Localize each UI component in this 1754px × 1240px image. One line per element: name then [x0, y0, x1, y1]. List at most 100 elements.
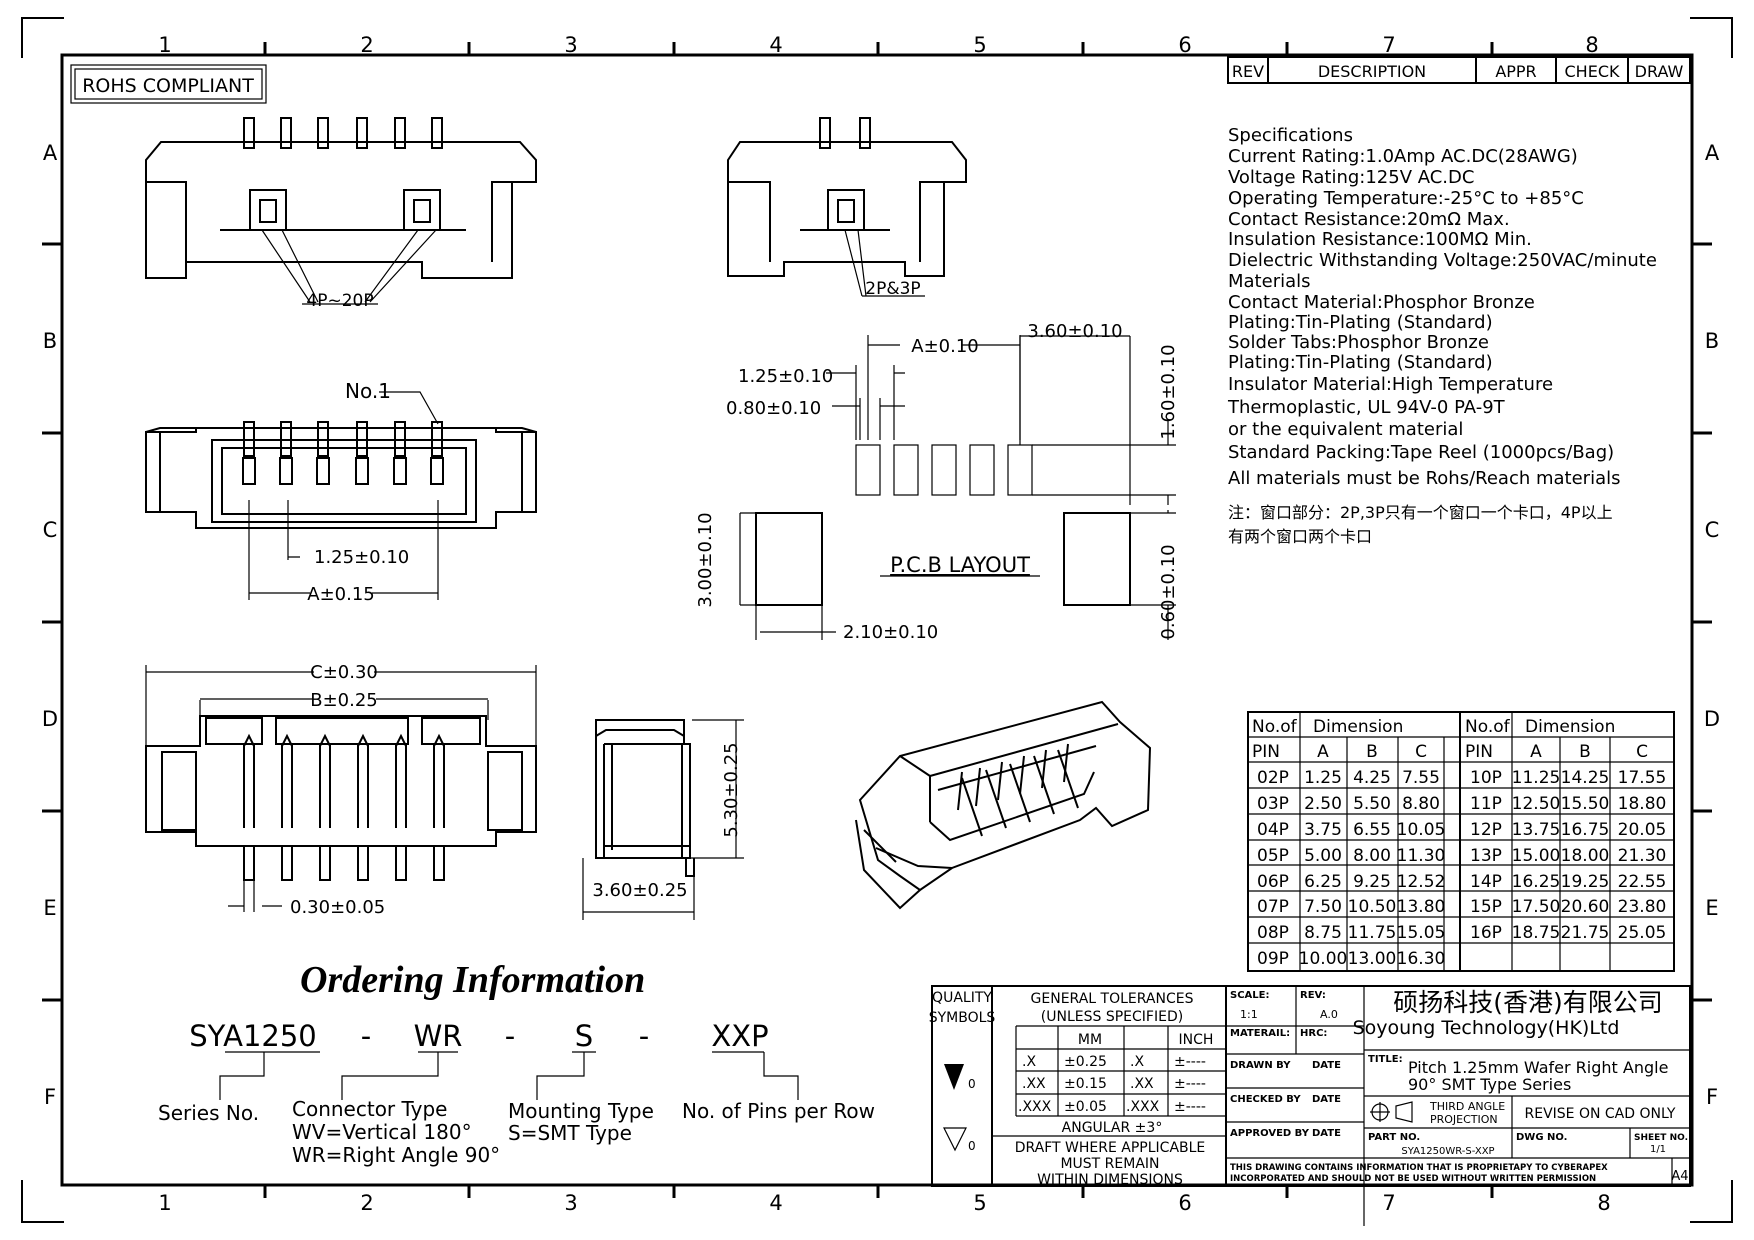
dim-top-a: A±0.15 [307, 584, 374, 605]
table-cell: 20.60 [1561, 897, 1610, 917]
table-head-b: B [1579, 742, 1591, 762]
table-cell: 13P [1470, 846, 1502, 866]
table-cell: 21.75 [1561, 923, 1610, 943]
zone-col-label: 6 [1178, 33, 1191, 57]
table-cell: 20.05 [1618, 820, 1667, 840]
tol-cell: .XXX [1126, 1099, 1160, 1115]
table-head-dim: Dimension [1313, 717, 1403, 737]
symbols-label: SYMBOLS [929, 1010, 996, 1026]
pcb-tab-pad [755, 512, 823, 606]
spec-note: 注：窗口部分：2P,3P只有一个窗口一个卡口，4P以上 [1228, 503, 1613, 522]
label-no1: No.1 [345, 379, 391, 403]
rev-header: REV [1232, 62, 1264, 81]
table-cell: 16.75 [1561, 820, 1610, 840]
table-cell: 8.00 [1353, 846, 1391, 866]
zone-col-label: 1 [158, 1191, 171, 1215]
zone-col-label: 6 [1178, 1191, 1191, 1215]
proprietary-line: THIS DRAWING CONTAINS INFORMATION THAT I… [1230, 1163, 1608, 1173]
table-cell: 11P [1470, 794, 1502, 814]
title-line: 90° SMT Type Series [1408, 1075, 1571, 1094]
pcb-title: P.C.B LAYOUT [890, 553, 1030, 577]
table-cell: 13.75 [1512, 820, 1561, 840]
table-head-b: B [1366, 742, 1378, 762]
zone-col-label: 8 [1597, 1191, 1610, 1215]
mounting-type-label: Mounting Type [508, 1099, 654, 1123]
table-cell: 18.80 [1618, 794, 1667, 814]
part-no-label: PART NO. [1368, 1132, 1420, 1143]
sym-v-value: 0 [968, 1077, 976, 1091]
dwg-no-label: DWG NO. [1516, 1132, 1567, 1143]
code-pins: XXP [711, 1019, 768, 1053]
dim-pcb-125: 1.25±0.10 [738, 366, 833, 387]
series-label: Series No. [158, 1101, 259, 1125]
table-cell: 15P [1470, 897, 1502, 917]
finish-symbol-outline-icon [943, 1127, 967, 1152]
sheet-no: 1/1 [1650, 1144, 1666, 1155]
table-cell: 8.80 [1402, 794, 1440, 814]
table-cell: 1.25 [1304, 768, 1342, 788]
connector-wv: WV=Vertical 180° [292, 1120, 472, 1144]
zone-col-label: 2 [360, 1191, 373, 1215]
projection: PROJECTION [1430, 1113, 1498, 1126]
corner-marks [21, 17, 1733, 1223]
front-view-2p-3p: 2P&3P [727, 117, 967, 299]
date-label: DATE [1312, 1128, 1341, 1139]
table-cell: 10P [1470, 768, 1502, 788]
tol-cell: ±---- [1174, 1099, 1206, 1115]
spec-line: Insulation Resistance:100MΩ Min. [1228, 229, 1532, 250]
tol-cell: .XX [1022, 1076, 1046, 1092]
zone-row-label: C [43, 518, 58, 542]
table-cell: 3.75 [1304, 820, 1342, 840]
proprietary-line: INCORPORATED AND SHOULD NOT BE USED WITH… [1230, 1174, 1596, 1184]
connector-type-label: Connector Type [292, 1097, 447, 1121]
front-view-4p-20p: 4P~20P [145, 117, 537, 311]
table-cell: 19.25 [1561, 872, 1610, 892]
title-line: Pitch 1.25mm Wafer Right Angle [1408, 1058, 1668, 1077]
code-dash: - [361, 1019, 371, 1053]
table-cell: 18.75 [1512, 923, 1561, 943]
table-head-a: A [1530, 742, 1542, 762]
table-cell: 17.55 [1618, 768, 1667, 788]
zone-col-label: 4 [769, 1191, 782, 1215]
hrc-label: HRC: [1300, 1028, 1327, 1039]
table-cell: 08P [1257, 923, 1289, 943]
part-no: SYA1250WR-S-XXP [1401, 1146, 1494, 1157]
pcb-pad [969, 444, 995, 496]
inch-label: INCH [1179, 1032, 1214, 1048]
pcb-layout: A±0.10 3.60±0.10 1.25±0.10 0.80±0.10 1.6… [695, 321, 1179, 643]
dimension-table-text: No.of Dimension No.of Dimension PIN A B … [1252, 717, 1666, 969]
table-cell: 7.55 [1402, 768, 1440, 788]
table-cell: 15.05 [1397, 923, 1446, 943]
spec-line: All materials must be Rohs/Reach materia… [1228, 468, 1620, 489]
sheet-no-label: SHEET NO. [1634, 1133, 1688, 1143]
dim-pcb-210: 2.10±0.10 [843, 622, 938, 643]
table-cell: 10.00 [1299, 949, 1348, 969]
drawn-by-label: DRAWN BY [1230, 1060, 1291, 1071]
quality-label: QUALITY [932, 990, 992, 1006]
tol-cell: .XXX [1018, 1099, 1052, 1115]
table-cell: 09P [1257, 949, 1289, 969]
scale-value: 1:1 [1240, 1008, 1258, 1021]
code-dash: - [639, 1019, 649, 1053]
table-cell: 15.50 [1561, 794, 1610, 814]
company-en: Soyoung Technology(HK)Ltd [1353, 1017, 1620, 1039]
table-cell: 9.25 [1353, 872, 1391, 892]
spec-line: Voltage Rating:125V AC.DC [1228, 167, 1474, 188]
table-cell: 5.00 [1304, 846, 1342, 866]
table-head-dim: Dimension [1525, 717, 1615, 737]
mounting-smt: S=SMT Type [508, 1121, 632, 1145]
rev-label: REV: [1300, 990, 1326, 1001]
title-label: TITLE: [1368, 1054, 1403, 1065]
pcb-pad [855, 444, 881, 496]
table-cell: 13.80 [1397, 897, 1446, 917]
code-connector: WR [414, 1019, 463, 1053]
side-view: 5.30±0.25 3.60±0.25 [582, 719, 744, 920]
zone-col-label: 3 [564, 1191, 577, 1215]
table-cell: 22.55 [1618, 872, 1667, 892]
table-cell: 11.25 [1512, 768, 1561, 788]
zone-row-label: E [43, 896, 56, 920]
table-cell: 12.52 [1397, 872, 1446, 892]
zone-row-label: E [1705, 896, 1718, 920]
zone-col-label: 3 [564, 33, 577, 57]
zone-row-label: C [1705, 518, 1720, 542]
